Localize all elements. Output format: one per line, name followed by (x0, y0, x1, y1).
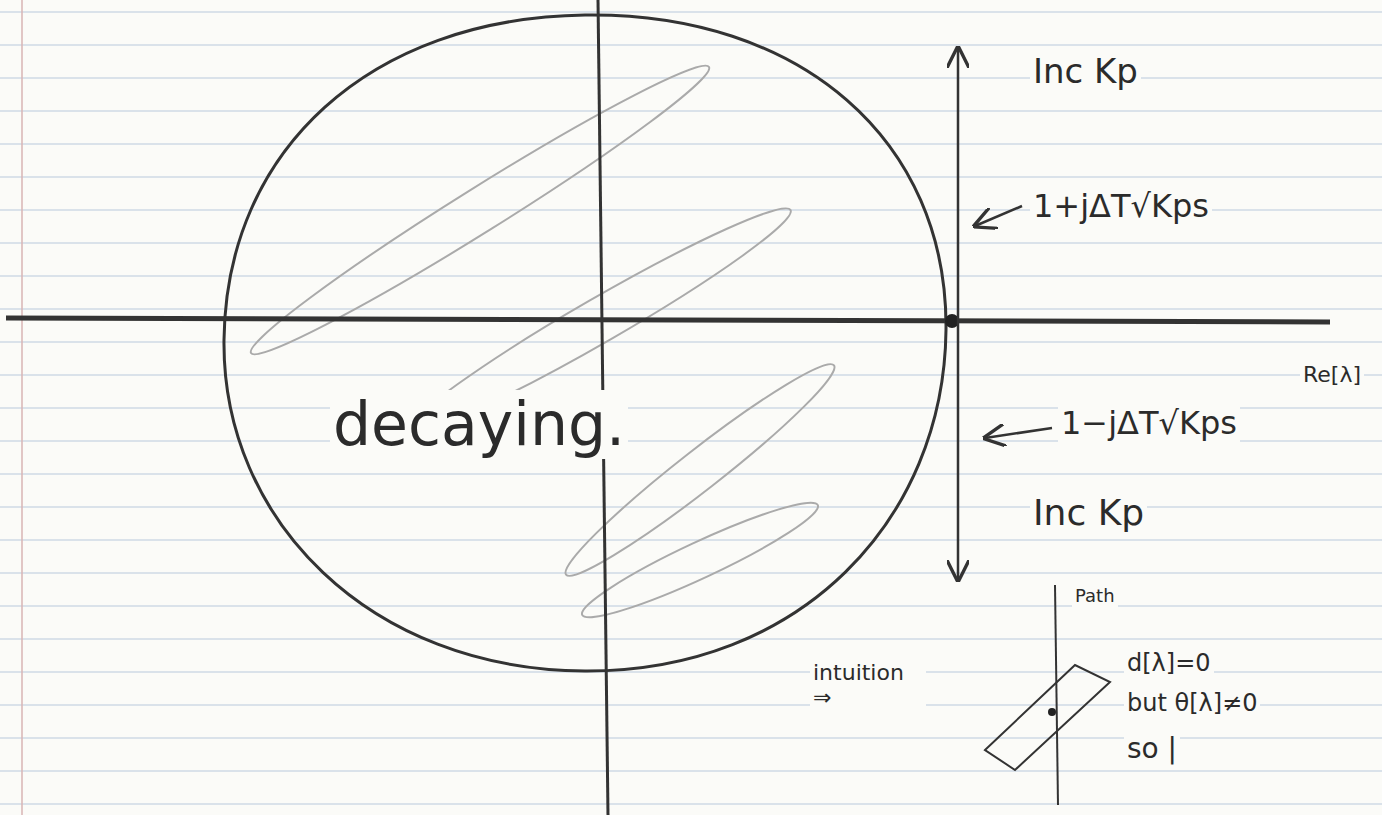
tilted-box (985, 665, 1110, 770)
path-dot (1048, 708, 1056, 716)
pointer-arrow (975, 206, 1022, 226)
sketch-label: but θ[λ]≠0 (1124, 690, 1260, 718)
ruled-lines (0, 12, 1382, 804)
sketch-label: d[λ]=0 (1124, 650, 1214, 678)
sketch-label: intuition ⇒ (810, 660, 926, 711)
sketch-label: decaying. (330, 390, 628, 459)
sketch-label: Path (1072, 586, 1118, 607)
margin-line (21, 0, 23, 815)
sketch-label: Inc Kp (1030, 492, 1147, 533)
pointer-arrow (985, 428, 1052, 438)
root-path-line (957, 48, 960, 580)
sketch-label: Inc Kp (1030, 52, 1141, 91)
sketch-label: so | (1124, 733, 1180, 765)
sketch-label: 1−jΔT√Kps (1058, 405, 1240, 442)
shading-scribble (239, 48, 846, 631)
sketch-label: Re[λ] (1300, 362, 1364, 387)
unit-circle (224, 15, 946, 671)
sketch-label: 1+jΔT√Kps (1030, 188, 1212, 225)
path-line (1055, 585, 1058, 805)
real-axis (6, 318, 1330, 322)
